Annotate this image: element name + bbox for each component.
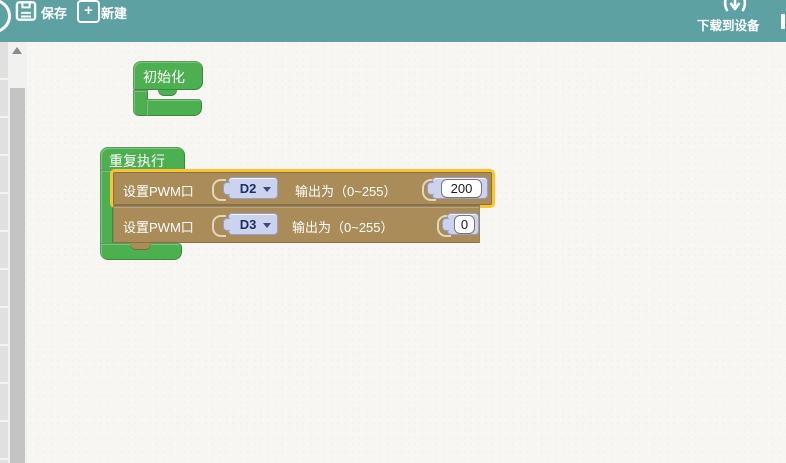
value-block[interactable]: 0 — [442, 213, 479, 235]
value-plug-icon — [442, 218, 449, 231]
pwm-value-input[interactable]: 200 — [441, 179, 482, 198]
download-icon[interactable] — [722, 0, 748, 16]
value-block[interactable]: 200 — [427, 177, 488, 199]
pin-dropdown-value: D2 — [239, 181, 257, 196]
download-to-device-button[interactable]: 下载到设备 — [697, 19, 760, 33]
set-pwm-label: 设置PWM口 — [123, 220, 194, 235]
value-plug-icon — [223, 182, 230, 195]
collapsed-palette-strip[interactable] — [0, 42, 8, 463]
save-button[interactable]: 保存 — [41, 6, 68, 21]
save-icon[interactable] — [15, 1, 37, 21]
input-socket-icon — [437, 215, 451, 237]
block-set-pwm-1[interactable]: 设置PWM口 D2 输出为（0~255） 200 — [113, 172, 492, 205]
set-pwm-label: 设置PWM口 — [123, 184, 194, 199]
output-range-label: 输出为（0~255） — [292, 220, 394, 235]
block-repeat-header[interactable]: 重复执行 — [100, 147, 185, 172]
block-init-top[interactable]: 初始化 — [133, 61, 203, 90]
block-set-pwm-2[interactable]: 设置PWM口 D3 输出为（0~255） 0 — [113, 205, 480, 243]
clipped-circle-icon — [0, 0, 11, 33]
block-init-label: 初始化 — [143, 69, 185, 85]
value-plug-icon — [427, 182, 434, 195]
chevron-down-icon — [263, 187, 271, 192]
block-init-arm[interactable] — [146, 99, 202, 116]
input-socket-icon — [422, 179, 436, 201]
chevron-down-icon — [263, 223, 271, 228]
clipped-menu-fragment — [781, 14, 785, 29]
output-range-label: 输出为（0~255） — [295, 184, 397, 199]
new-button[interactable]: 新建 — [101, 6, 128, 21]
block-repeat-arm[interactable] — [100, 243, 182, 260]
next-connection-tab — [130, 243, 151, 250]
block-init-notch — [158, 90, 177, 96]
scroll-up-arrow-icon[interactable] — [12, 47, 22, 54]
pwm-value-input[interactable]: 0 — [454, 215, 475, 234]
scrollbar-thumb[interactable] — [10, 88, 25, 463]
value-plug-icon — [223, 218, 230, 231]
block-repeat-spine[interactable] — [100, 170, 113, 244]
block-repeat-label: 重复执行 — [109, 153, 165, 169]
input-socket-icon — [212, 215, 226, 237]
pin-dropdown-value: D3 — [239, 217, 257, 232]
pin-dropdown[interactable]: D3 — [223, 213, 278, 235]
block-init-spine[interactable] — [133, 90, 148, 116]
toolbar: 保存 + 新建 下载到设备 — [0, 0, 786, 42]
new-icon[interactable]: + — [77, 0, 100, 23]
input-socket-icon — [212, 179, 226, 201]
pin-dropdown[interactable]: D2 — [223, 177, 278, 199]
